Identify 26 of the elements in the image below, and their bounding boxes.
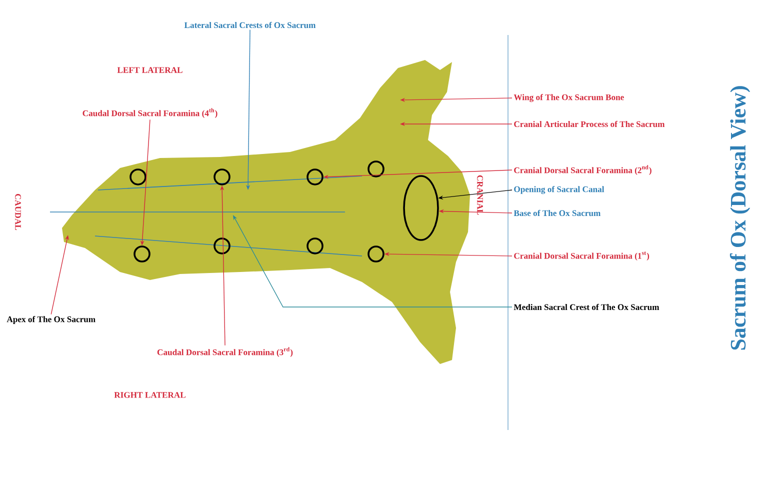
foramen-ring — [306, 238, 324, 254]
part-label: Cranial Articular Process of The Sacrum — [514, 120, 665, 128]
side-label: CRANIAL — [477, 175, 483, 215]
side-label: RIGHT LATERAL — [114, 392, 186, 398]
part-label: Lateral Sacral Crests of Ox Sacrum — [184, 22, 316, 28]
side-label: LEFT LATERAL — [117, 67, 182, 73]
foramen-ring — [214, 168, 230, 186]
part-label: Apex of The Ox Sacrum — [6, 316, 96, 324]
part-label: Median Sacral Crest of The Ox Sacrum — [514, 304, 660, 310]
foramen-ring — [368, 246, 384, 262]
foramen-ring — [214, 238, 230, 254]
part-label: Wing of The Ox Sacrum Bone — [514, 94, 624, 102]
canal-outline — [403, 175, 439, 241]
part-label: Opening of Sacral Canal — [514, 186, 604, 194]
part-label: Caudal Dorsal Sacral Foramina (4$^{th}$) — [82, 108, 218, 118]
leader-line — [233, 215, 512, 308]
side-label: CAUDAL — [15, 194, 21, 230]
foramen-ring — [134, 246, 150, 262]
foramen-ring — [130, 168, 146, 186]
foramen-ring — [306, 168, 324, 186]
part-label: Caudal Dorsal Sacral Foramina (3$^{rd}$) — [157, 347, 293, 357]
foramen-ring — [368, 160, 384, 178]
part-label: Base of The Ox Sacrum — [514, 210, 600, 216]
title: Sacrum of Ox (Dorsal View) — [730, 86, 750, 350]
part-label: Cranial Dorsal Sacral Foramina (1$^{st}$) — [514, 251, 650, 261]
part-label: Cranial Dorsal Sacral Foramina (2$^{nd}$) — [514, 165, 652, 175]
